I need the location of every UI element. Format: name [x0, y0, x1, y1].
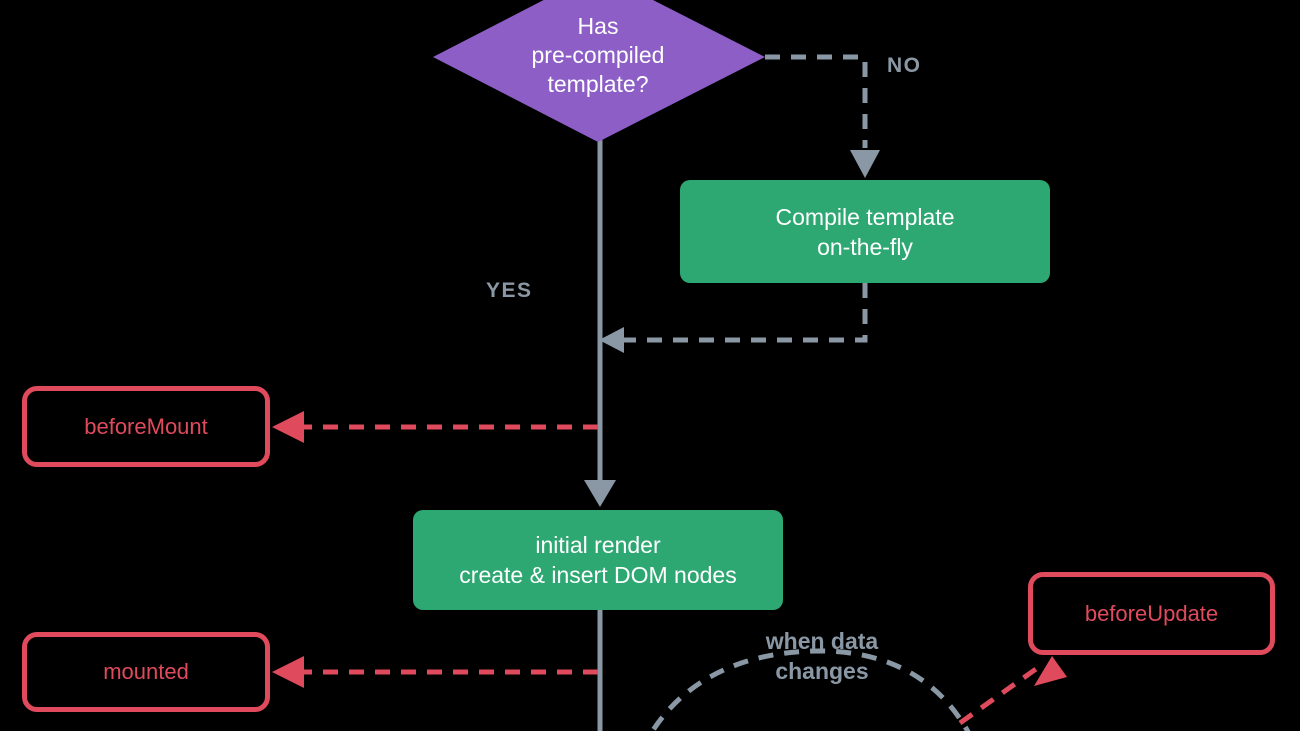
hook-box-before-update: beforeUpdate [1028, 572, 1275, 655]
when-data-changes-line1: when data [765, 628, 879, 654]
branch-label-no: NO [887, 54, 922, 77]
edge-when-data-changes-arc [649, 648, 971, 731]
arrowhead-down-render-icon [584, 480, 616, 507]
hook-box-mounted: mounted [22, 632, 270, 712]
decision-label-line2: pre-compiled [531, 42, 665, 68]
arrowhead-up-before-update-icon [1034, 656, 1067, 686]
before-update-label: beforeUpdate [1084, 600, 1219, 626]
initial-render-line1: initial render [535, 532, 661, 558]
before-mount-label: beforeMount [84, 413, 208, 439]
compile-template-line1: Compile template [775, 203, 955, 230]
arrowhead-left-junction-icon [599, 327, 624, 353]
decision-label-line1: Has [577, 13, 619, 39]
hook-box-before-mount: beforeMount [22, 386, 270, 467]
initial-render-line2: create & insert DOM nodes [459, 562, 737, 588]
process-box-compile-template: Compile template on-the-fly [680, 180, 1050, 283]
decision-label-line3: template? [547, 71, 649, 97]
arrowhead-left-mounted-icon [272, 656, 304, 688]
process-box-initial-render: initial render create & insert DOM nodes [413, 510, 783, 610]
arrowhead-left-before-mount-icon [272, 411, 304, 443]
edge-compile-return [624, 283, 868, 343]
compile-template-line2: on-the-fly [817, 233, 913, 260]
when-data-changes-label: when data changes [742, 626, 902, 686]
edge-before-update-hook [958, 666, 1038, 726]
mounted-label: mounted [103, 659, 189, 684]
branch-label-yes: YES [486, 279, 533, 302]
arrowhead-down-compile-icon [850, 150, 880, 178]
decision-label: Has pre-compiled template? [448, 12, 748, 99]
decision-diamond [433, 0, 765, 142]
when-data-changes-line2: changes [775, 658, 869, 684]
